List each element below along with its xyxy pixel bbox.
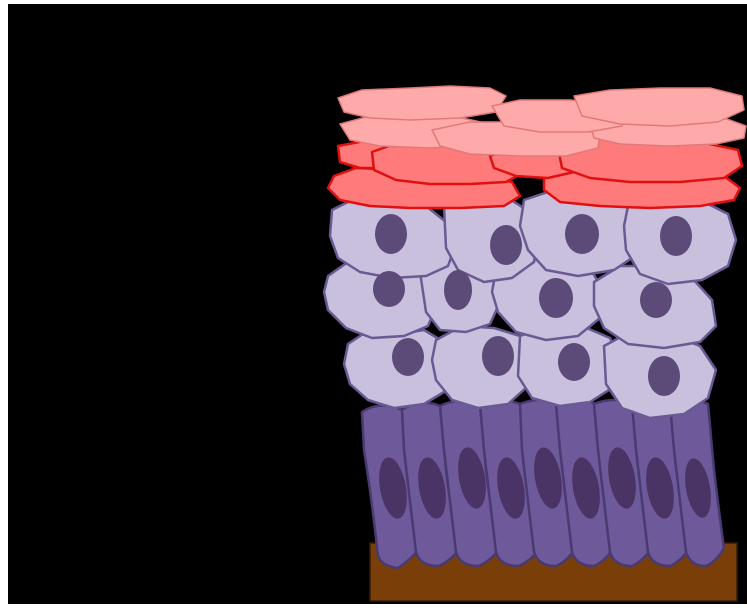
spinous-nucleus (482, 336, 514, 376)
spinous-nucleus (490, 225, 522, 265)
spinous-nucleus (648, 356, 680, 396)
spinous-nucleus (558, 343, 590, 381)
corneum-cell (574, 88, 744, 126)
corneum-cell (338, 86, 506, 120)
spinous-nucleus (375, 214, 407, 254)
spinous-nucleus (660, 216, 692, 256)
spinous-nucleus (539, 278, 573, 318)
spinous-nucleus (444, 270, 472, 310)
spinous-cell (432, 326, 532, 408)
spinous-nucleus (392, 338, 424, 376)
spinous-nucleus (373, 271, 405, 307)
spinous-nucleus (565, 214, 599, 254)
spinous-nucleus (640, 282, 672, 318)
